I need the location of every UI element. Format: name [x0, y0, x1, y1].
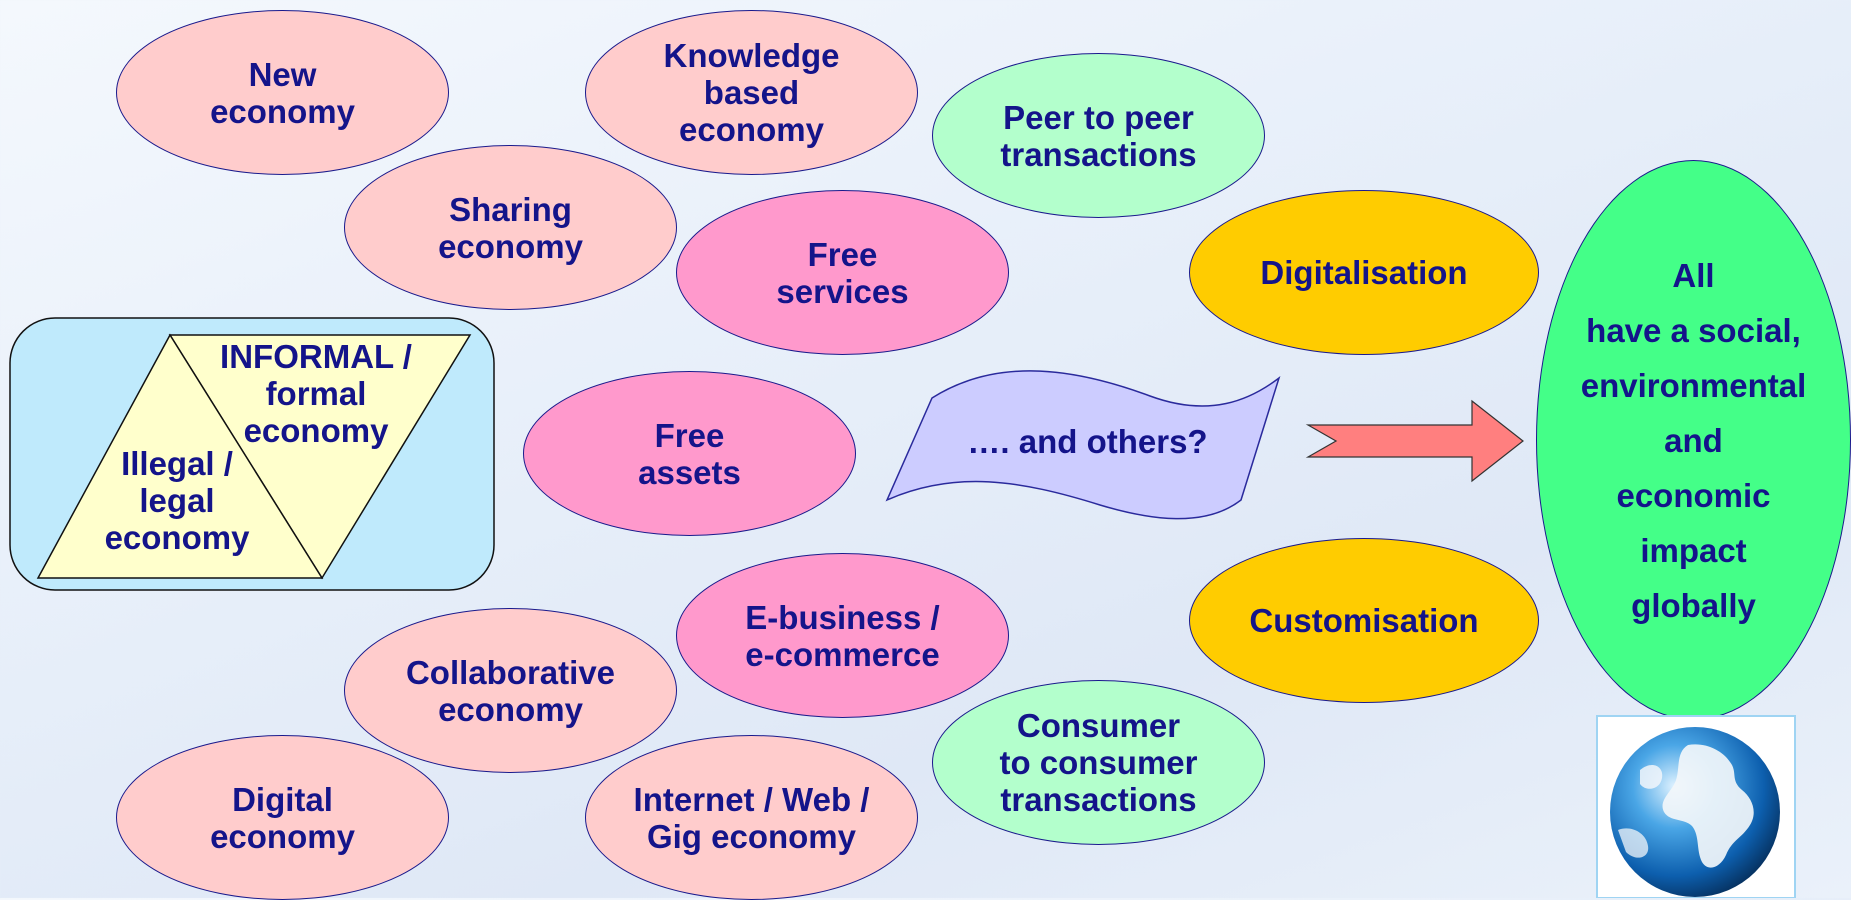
sharing-economy-node: Sharing economy — [344, 145, 677, 310]
right-arrow-icon — [1305, 399, 1524, 483]
impact-node: All have a social, environmental and eco… — [1536, 160, 1851, 720]
illegal-economy-label: Illegal / legal economy — [104, 445, 250, 556]
impact-text: All have a social, environmental and eco… — [1580, 256, 1807, 624]
new-economy-node: New economy — [116, 10, 449, 175]
and-others-label: …. and others? — [967, 423, 1208, 460]
globe-icon — [1596, 715, 1796, 898]
informal-economy-label: INFORMAL / formal economy — [220, 338, 412, 449]
and-others-banner — [885, 370, 1281, 520]
digital-economy-node: Digital economy — [116, 735, 449, 900]
collaborative-economy-node: Collaborative economy — [344, 608, 677, 773]
customisation-node: Customisation — [1189, 538, 1539, 703]
free-services-node: Free services — [676, 190, 1009, 355]
internet-gig-node: Internet / Web / Gig economy — [585, 735, 918, 900]
digitalisation-node: Digitalisation — [1189, 190, 1539, 355]
consumer-to-consumer-node: Consumer to consumer transactions — [932, 680, 1265, 845]
ebusiness-node: E-business / e-commerce — [676, 553, 1009, 718]
illegal-triangle — [36, 333, 324, 579]
knowledge-economy-node: Knowledge based economy — [585, 10, 918, 175]
peer-to-peer-node: Peer to peer transactions — [932, 53, 1265, 218]
free-assets-node: Free assets — [523, 371, 856, 536]
